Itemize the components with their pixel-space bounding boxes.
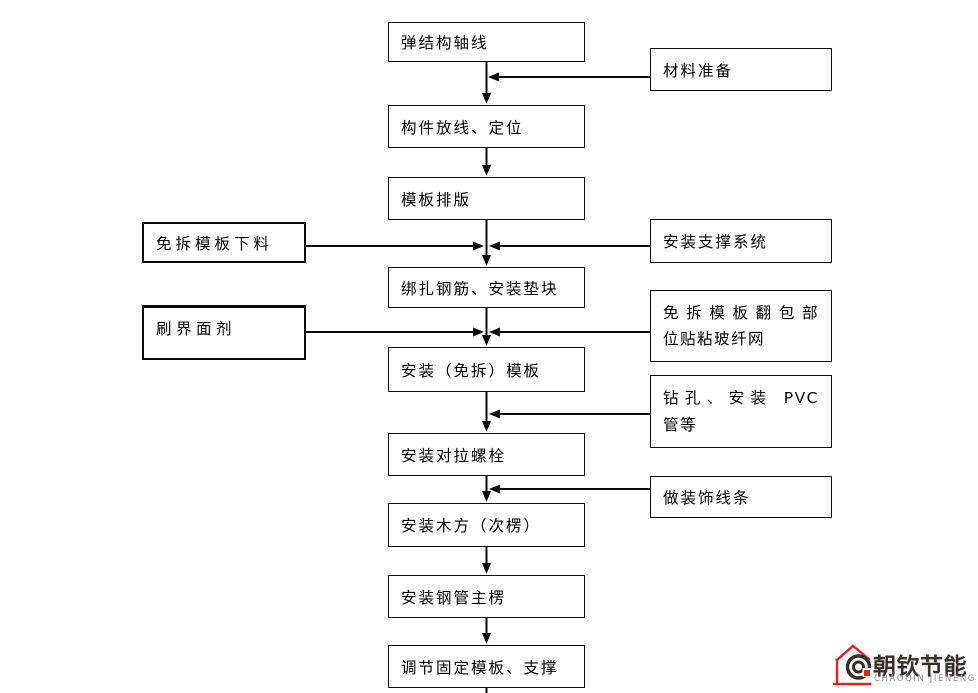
company-logo-icon [833,644,872,686]
flow-step-7: 安装木方（次楞） [388,503,585,547]
side-box-label-line2: 管等 [663,415,698,434]
side-box-label: 免拆模板下料 [156,234,274,253]
side-box-fiberglass-mesh: 免拆模板翻包部 位贴粘玻纤网 [650,290,832,362]
flow-step-label: 安装对拉螺栓 [401,446,507,465]
side-box-support-system: 安装支撑系统 [650,219,832,263]
flow-step-1: 弹结构轴线 [388,22,585,62]
flow-step-label: 安装钢管主楞 [401,588,507,607]
side-box-label: 做装饰线条 [663,489,751,507]
flow-step-6: 安装对拉螺栓 [388,433,585,476]
side-box-pvc-pipes: 钻孔、安装 PVC 管等 [650,375,832,448]
side-box-material-prep: 材料准备 [650,48,832,91]
company-logo-subtitle: CHAOQIN JIENENG [874,674,976,684]
flow-step-label: 构件放线、定位 [401,118,524,137]
flow-step-5: 安装（免拆）模板 [388,347,585,392]
flow-step-label: 弹结构轴线 [401,34,489,52]
flow-step-label: 安装（免拆）模板 [401,361,542,380]
flow-step-label: 调节固定模板、支撑 [401,658,559,677]
side-box-label-line1: 钻孔、安装 PVC [663,389,819,407]
side-box-label-line2: 位贴粘玻纤网 [663,330,766,348]
side-box-decorative-lines: 做装饰线条 [650,476,832,518]
company-logo: 朝钦节能 CHAOQIN JIENENG [833,641,975,691]
flow-step-label: 安装木方（次楞） [401,517,542,535]
flow-step-8: 安装钢管主楞 [388,575,585,618]
side-box-interface-agent: 刷界面剂 [142,305,306,360]
side-box-panel-cutting: 免拆模板下料 [142,222,306,263]
flow-step-label: 模板排版 [401,190,472,209]
flow-step-9: 调节固定模板、支撑 [388,645,585,688]
flow-step-4: 绑扎钢筋、安装垫块 [388,267,585,308]
side-box-label: 安装支撑系统 [663,233,769,251]
flow-step-3: 模板排版 [388,177,585,220]
flow-step-2: 构件放线、定位 [388,105,585,148]
side-box-label: 刷界面剂 [156,320,237,338]
flow-step-label: 绑扎钢筋、安装垫块 [401,279,559,298]
side-box-label: 材料准备 [663,61,734,80]
company-logo-name: 朝钦节能 [873,654,967,680]
side-box-label-line1: 免拆模板翻包部 [663,303,819,322]
